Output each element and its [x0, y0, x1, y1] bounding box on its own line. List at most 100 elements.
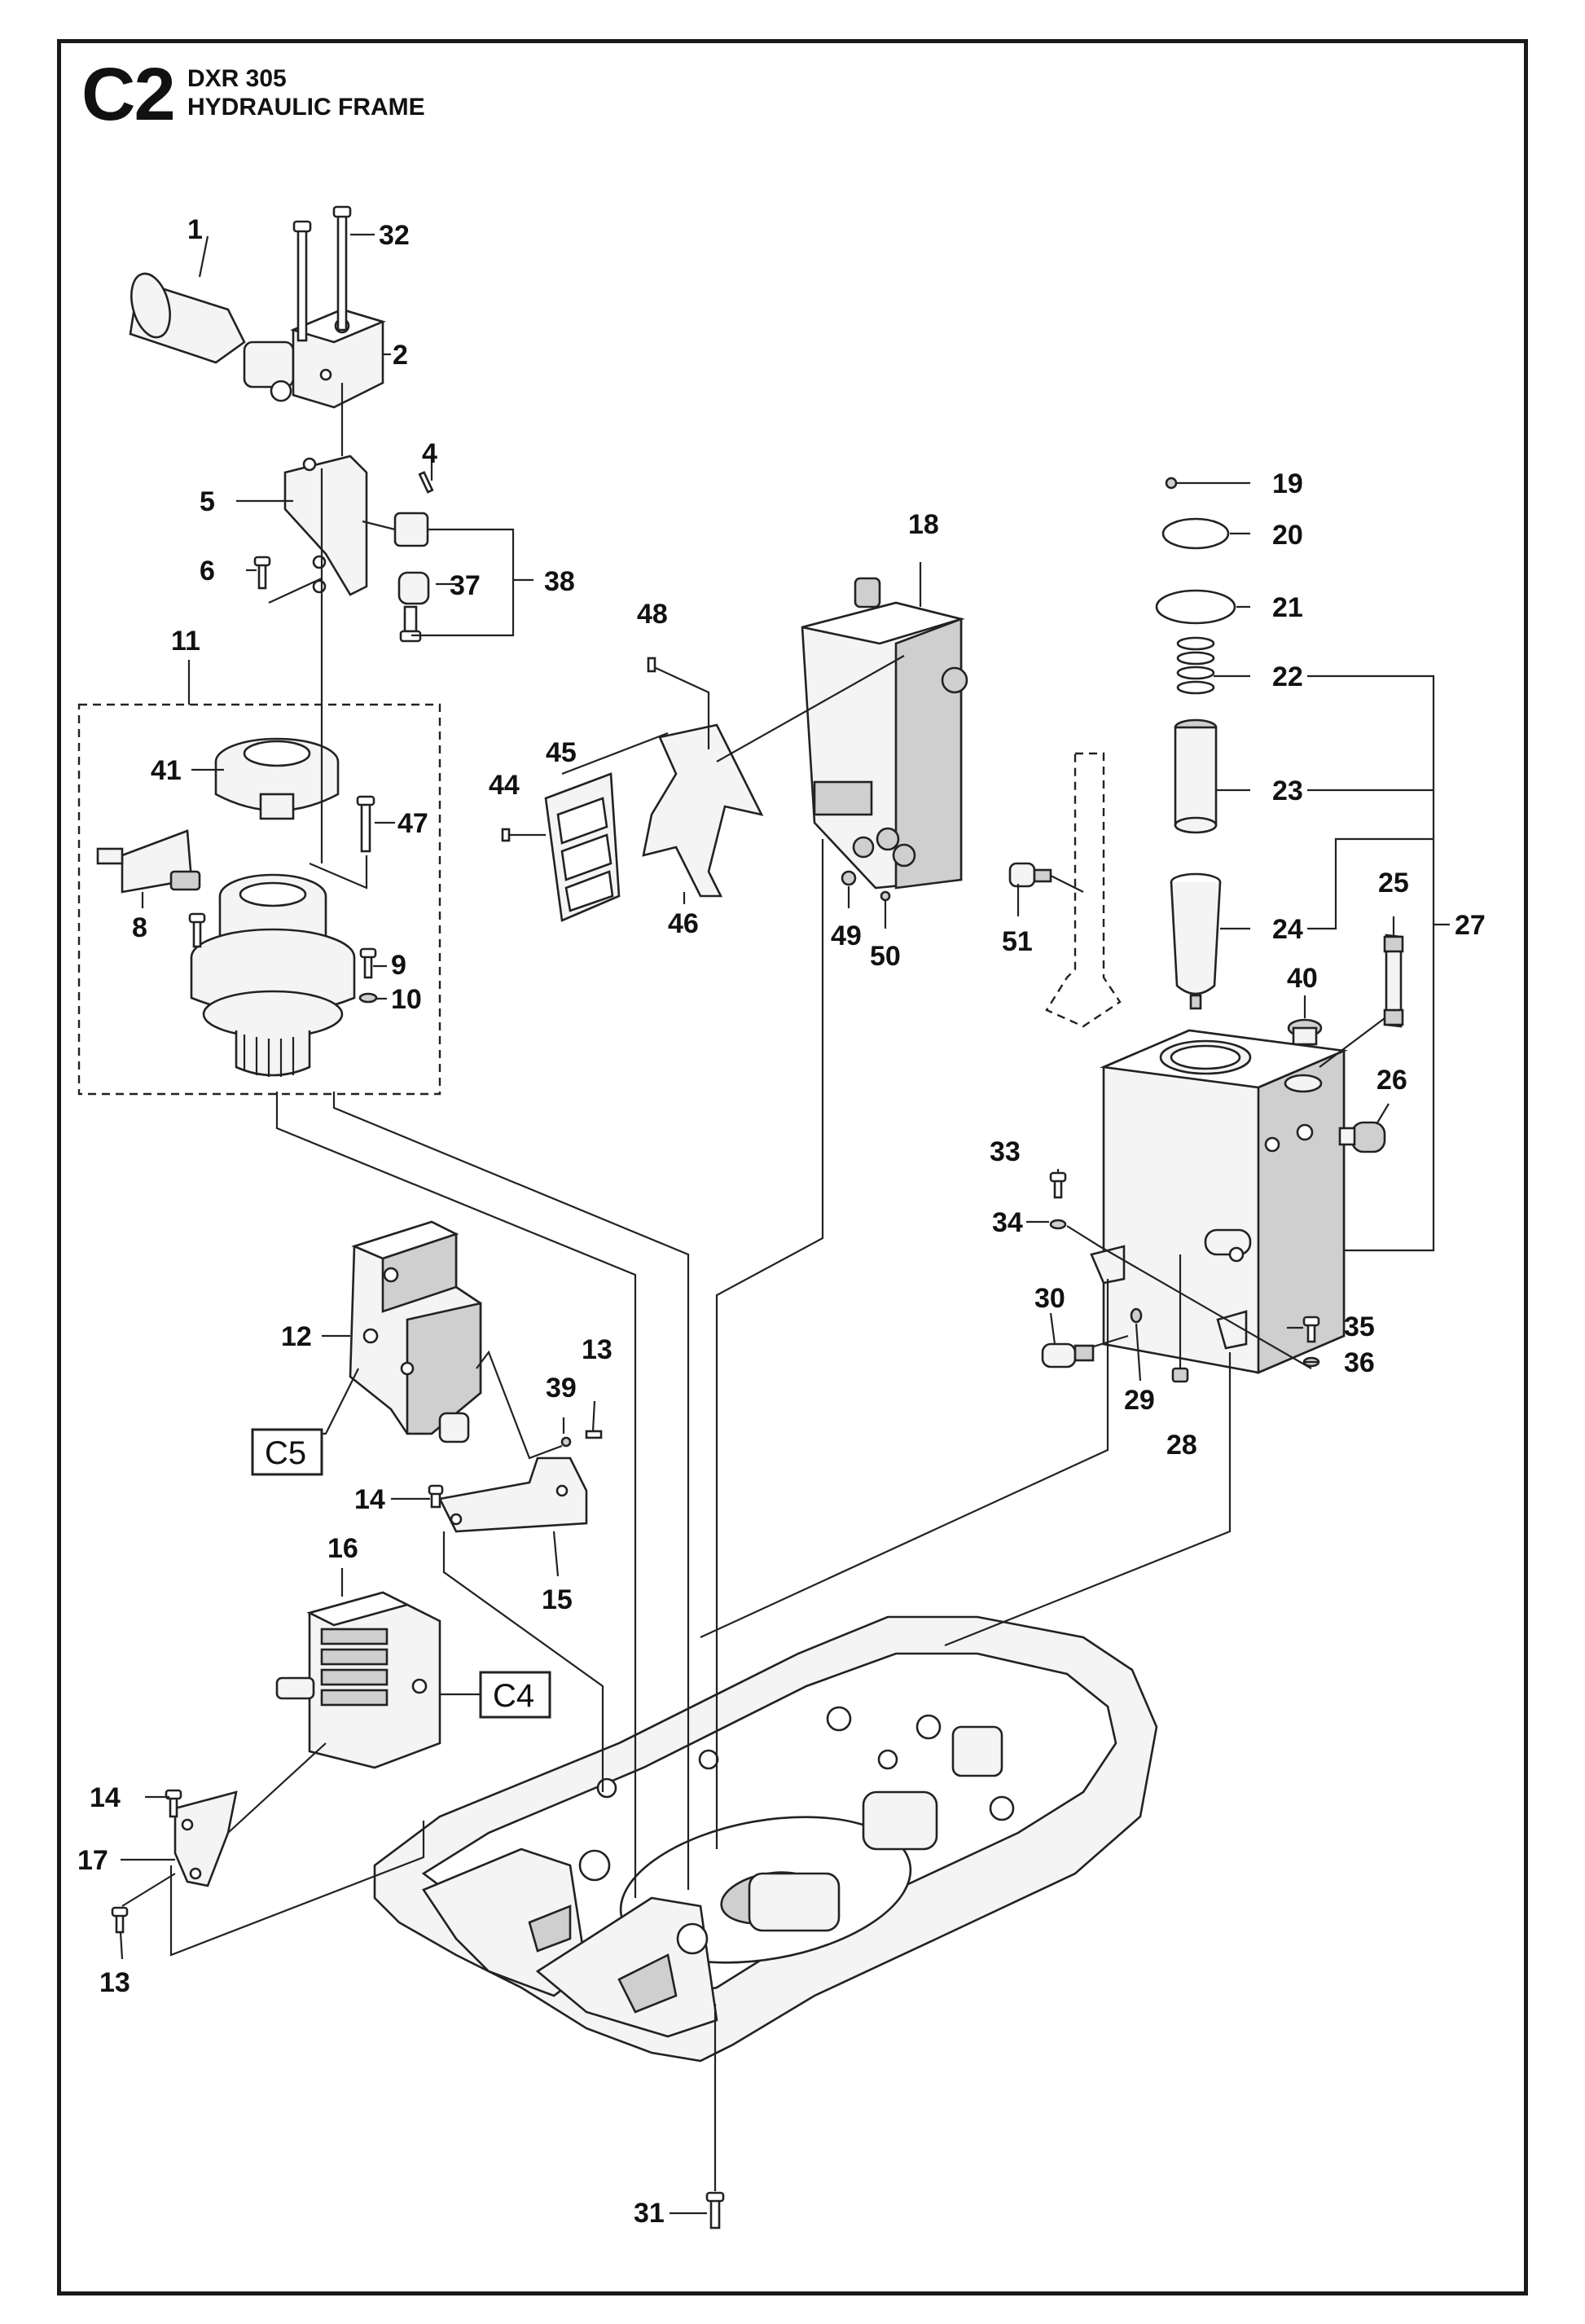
main-frame: [373, 1615, 1158, 2063]
cap-20: [1161, 517, 1230, 550]
callout-1: 1: [187, 214, 203, 245]
callout-30: 30: [1034, 1283, 1065, 1314]
plug-28: [1171, 1367, 1189, 1383]
plug-50: [880, 890, 891, 902]
bolt-33: [1053, 1178, 1063, 1199]
ref-box-c4: [479, 1671, 551, 1719]
tank-27: [1100, 1029, 1348, 1374]
section-title: HYDRAULIC FRAME: [187, 93, 425, 121]
sensor-8: [96, 829, 201, 894]
page-code: C2: [81, 53, 176, 136]
ref-label-c4: C4: [493, 1678, 534, 1714]
callout-20: 20: [1272, 520, 1303, 551]
callout-39: 39: [546, 1373, 577, 1404]
callout-51: 51: [1002, 926, 1033, 957]
bolt-6: [257, 562, 267, 590]
leader-lines: [119, 233, 1450, 2215]
panel-45: [544, 772, 621, 922]
bolts-32: [292, 205, 352, 342]
callout-6: 6: [200, 556, 215, 586]
model-title: DXR 305 HYDRAULIC FRAME: [187, 65, 425, 121]
bracket-15: [438, 1456, 588, 1533]
callout-15: 15: [542, 1584, 573, 1615]
fitting-51: [1008, 862, 1052, 888]
callout-29: 29: [1124, 1385, 1155, 1416]
screw-44: [501, 828, 511, 842]
callout-9: 9: [391, 950, 406, 981]
washer-34: [1049, 1219, 1067, 1230]
filter-housing-24: [1170, 872, 1222, 1010]
level-gauge-25: [1383, 934, 1404, 1028]
callout-labels: 1 2 4 5 6 8 9 10 11 12 13 13 14 14 15 16…: [77, 214, 1486, 2229]
breather-40: [1287, 1018, 1323, 1046]
motor-41: [214, 737, 340, 820]
callout-23: 23: [1272, 775, 1303, 806]
callout-11: 11: [171, 626, 200, 657]
callout-14-lower: 14: [90, 1782, 121, 1813]
callout-4: 4: [422, 438, 437, 469]
plug-49: [841, 870, 857, 886]
bolt-13-upper: [585, 1430, 603, 1439]
screw-48: [647, 657, 656, 673]
callout-49: 49: [831, 920, 862, 951]
solenoid-valve-assembly: [129, 272, 386, 409]
bolt-47: [360, 801, 371, 853]
reference-bracket: [1045, 752, 1122, 1028]
spring-22: [1176, 636, 1215, 695]
tank-foot-right: [1216, 1310, 1248, 1350]
callout-37: 37: [450, 570, 481, 601]
callout-36: 36: [1344, 1347, 1375, 1378]
fitting-4-37: [393, 471, 434, 643]
callout-8: 8: [132, 912, 147, 943]
control-valve-16: [275, 1591, 441, 1769]
parts-layer: [77, 205, 1404, 2230]
callout-18: 18: [908, 509, 939, 540]
callout-12: 12: [281, 1321, 312, 1352]
callout-13-upper: 13: [582, 1334, 612, 1365]
callout-14-upper: 14: [354, 1484, 385, 1515]
callout-17: 17: [77, 1845, 108, 1876]
callout-38: 38: [544, 566, 575, 597]
bolt-31: [709, 2198, 721, 2230]
callout-33: 33: [990, 1136, 1021, 1167]
page-frame: [57, 39, 1528, 2295]
callout-2: 2: [393, 340, 408, 371]
callout-50: 50: [870, 941, 901, 972]
group-11-box: [77, 703, 441, 1096]
bolt-35: [1306, 1322, 1316, 1343]
callout-25: 25: [1378, 868, 1409, 898]
bracket-17: [173, 1790, 238, 1887]
control-box-18: [801, 577, 968, 890]
callout-32: 32: [379, 220, 410, 251]
callout-5: 5: [200, 486, 215, 517]
callout-13-lower: 13: [99, 1967, 130, 1998]
callout-40: 40: [1287, 963, 1318, 994]
callout-41: 41: [151, 755, 182, 786]
sensor-30: [1041, 1334, 1129, 1368]
callout-19: 19: [1272, 468, 1303, 499]
callout-48: 48: [637, 599, 668, 630]
callout-35: 35: [1344, 1311, 1375, 1342]
callout-45: 45: [546, 737, 577, 768]
callout-26: 26: [1376, 1065, 1407, 1096]
callout-16: 16: [327, 1533, 358, 1564]
ref-label-c5: C5: [265, 1435, 306, 1471]
model-name: DXR 305: [187, 65, 287, 92]
control-valve-12: [349, 1220, 482, 1443]
cap-26: [1338, 1121, 1386, 1153]
oring-21: [1155, 589, 1236, 625]
seal-29: [1130, 1307, 1143, 1324]
bracket-46: [642, 723, 764, 898]
bolt-14-lower: [169, 1795, 178, 1818]
callout-27: 27: [1455, 910, 1486, 941]
callout-10: 10: [391, 984, 422, 1015]
callout-24: 24: [1272, 914, 1303, 945]
screw-19: [1165, 477, 1178, 490]
callout-46: 46: [668, 908, 699, 939]
filter-23: [1174, 718, 1218, 834]
callout-31: 31: [634, 2198, 665, 2229]
callout-34: 34: [992, 1207, 1023, 1238]
bracket-5: [283, 455, 368, 596]
washer-39: [560, 1436, 572, 1448]
